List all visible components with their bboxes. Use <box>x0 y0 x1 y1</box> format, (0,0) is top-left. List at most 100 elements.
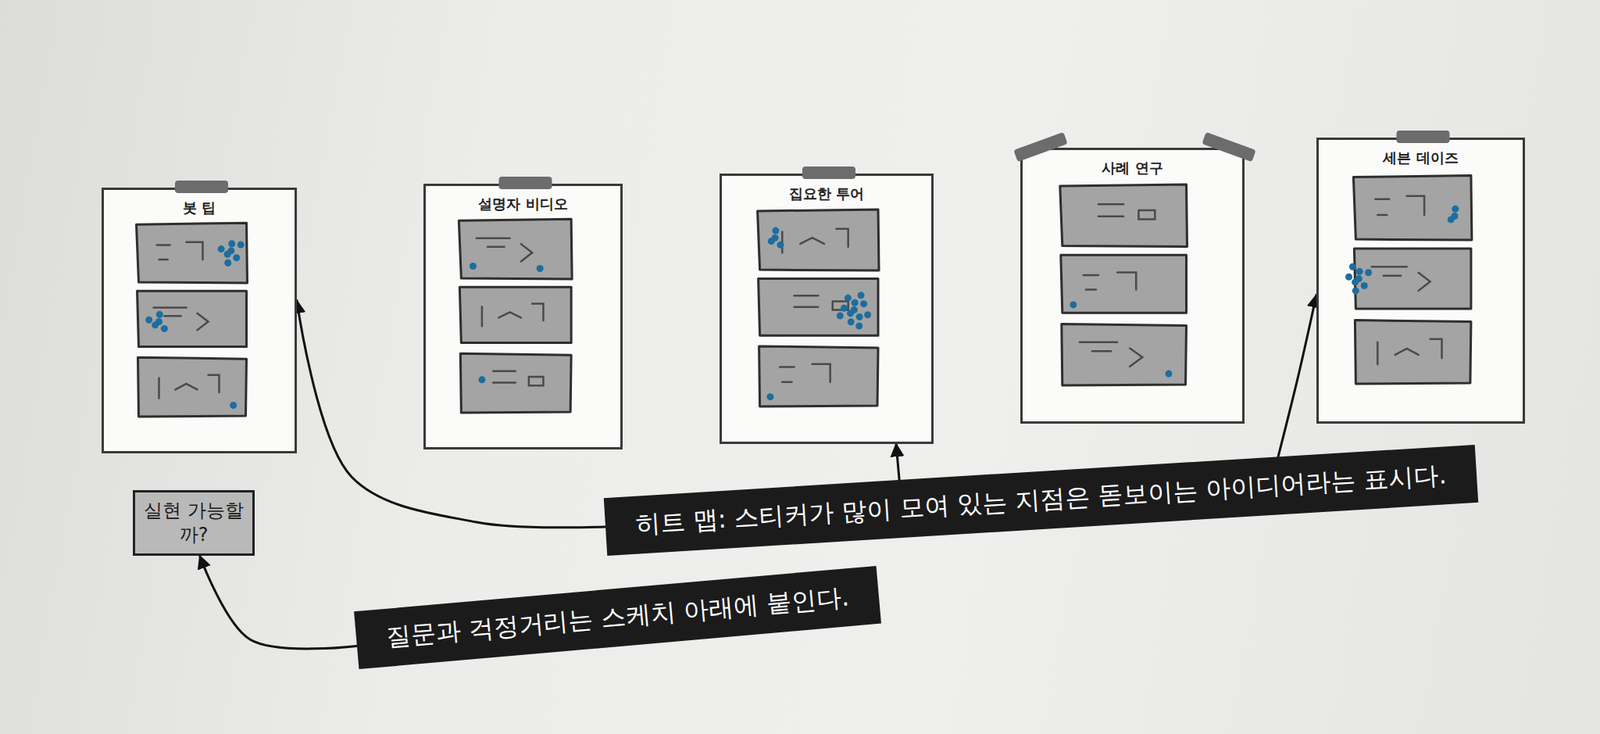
scribble <box>1395 348 1419 355</box>
sketch-illustration <box>425 185 625 452</box>
scribble <box>1407 196 1425 215</box>
scribble <box>521 243 533 261</box>
sketch-page: 사례 연구 <box>1020 147 1245 424</box>
sticker-dot <box>856 313 864 321</box>
scribble <box>186 242 204 260</box>
page-title: 설명자 비디오 <box>425 195 621 213</box>
sticker-dot <box>224 259 232 267</box>
scribble <box>481 306 484 326</box>
scribble <box>157 377 161 398</box>
scribble <box>779 365 794 368</box>
callout-band: 히트 맵: 스티커가 많이 모여 있는 지점은 돋보이는 아이디어라는 표시다. <box>603 444 1478 556</box>
sticker-dot <box>846 309 854 317</box>
scribble <box>1098 214 1124 218</box>
sticker-dot <box>1351 278 1359 286</box>
sketch-illustration <box>721 175 936 447</box>
sketch-frame <box>459 286 572 343</box>
scribble <box>794 294 819 297</box>
sticker-dot <box>1364 268 1372 276</box>
sketch-page: 설명자 비디오 <box>423 183 623 450</box>
sketch-frame <box>759 346 879 407</box>
sketch-frame <box>1060 254 1187 313</box>
callout-band: 질문과 걱정거리는 스케치 아래에 붙인다. <box>353 565 882 669</box>
sticker-dot <box>1165 370 1173 378</box>
scribble <box>164 314 182 318</box>
sticker-dot <box>478 375 486 383</box>
scribble <box>1079 340 1118 343</box>
page-title: 사례 연구 <box>1022 159 1243 177</box>
scribble <box>1383 274 1401 277</box>
scribble <box>1085 288 1097 291</box>
scribble <box>1375 198 1390 201</box>
scribble <box>532 303 543 321</box>
scribble <box>492 369 516 372</box>
tape <box>175 180 229 193</box>
callout-text: 질문과 걱정거리는 스케치 아래에 붙인다. <box>384 580 850 654</box>
scribble <box>175 383 198 390</box>
callout-text: 히트 맵: 스티커가 많이 모여 있는 지점은 돋보이는 아이디어라는 표시다. <box>633 458 1447 541</box>
scribble <box>1371 265 1408 268</box>
sketch-frame <box>138 357 247 417</box>
sketch-frame <box>1354 320 1472 385</box>
sticker-dot <box>1352 286 1360 294</box>
page-title: 세븐 데이즈 <box>1318 149 1523 167</box>
sticker-dot <box>855 322 863 330</box>
sticker-dot <box>864 310 872 318</box>
sketch-frame <box>758 278 879 336</box>
sticker-dot <box>836 311 844 319</box>
sticker-dot <box>1356 267 1364 275</box>
note-text: 실현 가능할까? <box>142 498 245 547</box>
sketch-frame <box>1353 175 1472 241</box>
scribble <box>800 237 825 244</box>
sticker-dot <box>1451 205 1459 213</box>
sticker-dot <box>228 239 236 247</box>
scribble <box>157 243 171 247</box>
scribble <box>153 306 187 309</box>
sticky-note: 실현 가능할까? <box>132 489 255 556</box>
sticker-dot <box>851 299 859 307</box>
sticker-dot <box>857 291 865 299</box>
sketch-page: 세븐 데이즈 <box>1316 137 1525 424</box>
sticker-dot <box>224 250 232 258</box>
scribble <box>1098 203 1124 206</box>
scribble <box>1377 214 1387 217</box>
sketch-frame <box>137 290 247 347</box>
sticker-dot <box>1447 215 1455 223</box>
scribble <box>1117 271 1136 290</box>
leader-arrow <box>1278 294 1317 457</box>
sketch-frame <box>136 222 248 283</box>
sticker-dot <box>776 241 784 249</box>
scribble <box>476 236 511 240</box>
scribble <box>208 375 220 393</box>
sticker-dot <box>840 304 848 312</box>
leader-arrow <box>200 555 358 649</box>
sticker-dot <box>1069 300 1077 308</box>
sketch-illustration <box>103 189 300 456</box>
sticker-dot <box>469 262 477 270</box>
sticker-dot <box>536 264 544 272</box>
sticker-dot <box>217 245 225 253</box>
scribble <box>159 258 168 261</box>
sticker-dot <box>844 294 852 302</box>
sticker-dot <box>860 300 868 308</box>
leader-arrow <box>896 443 900 480</box>
scribble <box>1092 350 1111 353</box>
sticker-dot <box>766 392 774 400</box>
scribble <box>1138 210 1155 220</box>
sketch-illustration <box>1318 139 1528 426</box>
sketch-frame <box>460 353 572 413</box>
sticker-dot <box>145 316 153 324</box>
tape <box>802 166 856 179</box>
sticker-dot <box>771 227 779 235</box>
sticker-dot <box>156 310 164 318</box>
sketch-frame <box>1061 323 1187 386</box>
sketch-frame <box>1353 248 1472 309</box>
scribble <box>1430 339 1443 358</box>
page-title: 집요한 투어 <box>721 185 932 203</box>
sticker-dot <box>160 325 168 333</box>
sticker-dot <box>1360 282 1368 290</box>
tape <box>1013 132 1068 162</box>
scribble <box>492 381 516 384</box>
sketch-illustration <box>1022 150 1247 426</box>
sticker-dot <box>767 237 775 245</box>
